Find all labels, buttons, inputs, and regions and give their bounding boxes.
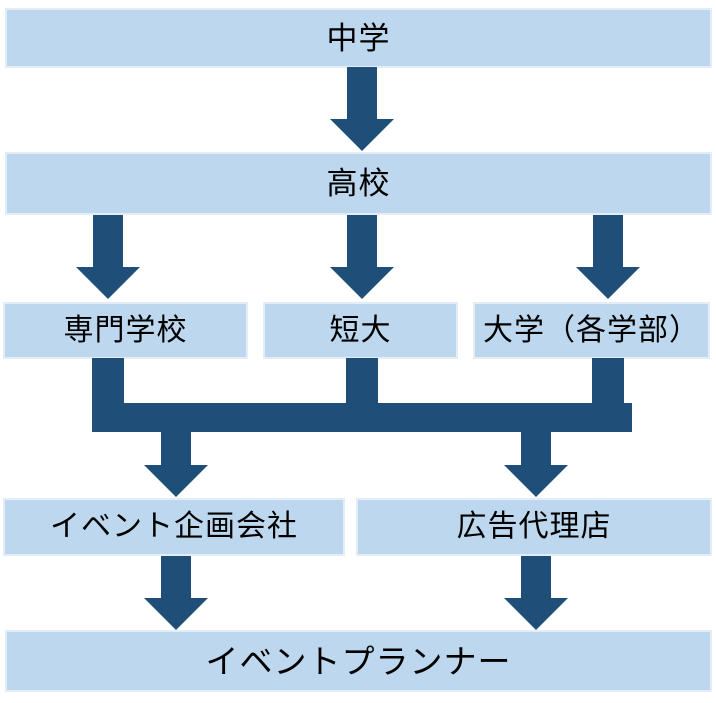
node-junior-high: 中学 [5,8,712,68]
arrow-high-school-to-vocational [76,215,140,299]
arrow-shaft [161,432,191,465]
arrow-head-icon [504,465,568,497]
arrow-high-school-to-university [576,215,640,299]
node-junior-college-label: 短大 [329,313,392,347]
arrow-merge-to-ad-agency [504,432,568,497]
arrow-shaft [161,556,191,598]
arrow-shaft [521,556,551,598]
node-vocational-school-label: 専門学校 [63,313,188,347]
arrow-ad-agency-to-planner [504,556,568,630]
arrow-head-icon [76,267,140,299]
arrow-shaft [347,67,377,119]
connector-vocational-drop [92,358,124,404]
node-event-planning-company-label: イベント企画会社 [50,510,298,543]
connector-junior-college-drop [346,358,378,404]
arrow-junior-high-to-high-school [330,67,394,151]
node-university-label: 大学（各学部） [483,313,700,347]
arrow-head-icon [144,465,208,497]
node-junior-college: 短大 [263,302,458,359]
node-high-school-label: 高校 [326,166,391,201]
node-junior-high-label: 中学 [326,20,391,56]
node-event-planner-label: イベントプランナー [205,642,512,680]
arrow-head-icon [504,598,568,630]
arrow-head-icon [144,598,208,630]
connector-merge-bar [92,403,632,432]
arrow-head-icon [330,119,394,151]
node-event-planning-company: イベント企画会社 [3,498,345,556]
arrow-shaft [593,215,623,267]
arrow-shaft [347,215,377,267]
node-vocational-school: 専門学校 [3,302,248,359]
arrow-event-company-to-planner [144,556,208,630]
node-event-planner: イベントプランナー [5,630,712,692]
arrow-head-icon [330,267,394,299]
node-ad-agency-label: 広告代理店 [456,510,612,543]
arrow-head-icon [576,267,640,299]
arrow-high-school-to-junior-college [330,215,394,299]
node-high-school: 高校 [5,152,712,215]
arrow-shaft [521,432,551,465]
arrow-shaft [93,215,123,267]
node-ad-agency: 広告代理店 [356,498,712,556]
connector-university-drop [592,358,624,404]
node-university: 大学（各学部） [473,302,710,359]
arrow-merge-to-event-company [144,432,208,497]
